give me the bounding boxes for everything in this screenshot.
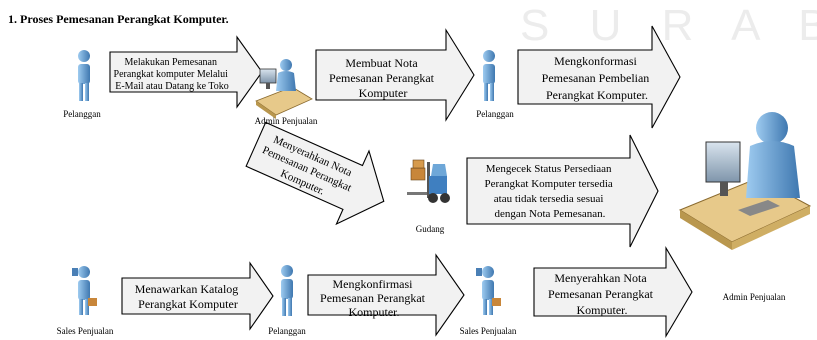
arrow-label-line: Pemesanan Perangkat xyxy=(548,287,654,301)
arrow-mengecek-status: Mengecek Status Persediaan Perangkat Kom… xyxy=(466,134,659,248)
arrow-label-line: Menyerahkan Nota xyxy=(554,271,647,285)
arrow-mengkonfirmasi: Mengkonfirmasi Pemesanan Perangkat Kompu… xyxy=(307,253,465,337)
arrow-label-line: Komputer. xyxy=(349,305,400,319)
arrow-menawarkan-katalog: Menawarkan Katalog Perangkat Komputer xyxy=(121,261,274,331)
actor-label-pelanggan: Pelanggan xyxy=(268,326,306,336)
arrow-label-line: Pemesanan Perangkat xyxy=(320,291,426,305)
actor-label-admin-penjualan: Admin Penjualan xyxy=(255,116,318,126)
arrow-label-line: Perangkat komputer Melalui xyxy=(114,69,229,80)
arrow-mengkonformasi: Mengkonformasi Pemesanan Pembelian Peran… xyxy=(517,25,681,129)
computer-user-icon xyxy=(255,59,313,119)
arrow-label-line: Perangkat Komputer. xyxy=(546,88,648,102)
arrow-label-line: Menawarkan Katalog xyxy=(135,282,239,296)
arrow-label-line: Komputer. xyxy=(577,303,628,317)
arrow-label-line: Membuat Nota xyxy=(345,56,418,70)
arrow-menyerahkan-nota-gudang: Menyerahkan Nota Pemesanan Perangkat Kom… xyxy=(245,121,385,226)
person-icon xyxy=(281,265,293,316)
actor-label-sales-penjualan: Sales Penjualan xyxy=(460,326,517,336)
salesperson-icon xyxy=(72,266,97,315)
person-icon xyxy=(78,50,90,101)
actor-label-gudang: Gudang xyxy=(416,224,445,234)
diagram-title: 1. Proses Pemesanan Perangkat Komputer. xyxy=(8,12,229,26)
watermark: S U R A B xyxy=(520,1,817,50)
svg-text:Membuat Nota Pemesanan P: Membuat Nota Pemesanan Perangkat Kompute… xyxy=(329,56,437,100)
arrow-label-line: Mengecek Status Persediaan xyxy=(486,163,612,175)
svg-text:Melakukan Pemesanan Pera: Melakukan Pemesanan Perangkat komputer M… xyxy=(114,57,231,92)
arrow-label-line: Komputer xyxy=(359,86,408,100)
arrow-label-line: atau tidak tersedia sesuai xyxy=(494,193,604,205)
arrow-melakukan-pemesanan: Melakukan Pemesanan Perangkat komputer M… xyxy=(109,35,263,109)
person-icon xyxy=(483,50,495,101)
svg-text:Menyerahkan Nota Pemesan: Menyerahkan Nota Pemesanan Perangkat Kom… xyxy=(548,271,656,317)
arrow-label-line: Perangkat Komputer tersedia xyxy=(484,178,612,190)
forklift-icon xyxy=(407,159,450,203)
arrow-label-line: Melakukan Pemesanan xyxy=(125,57,217,68)
arrow-label-line: Pemesanan Pembelian xyxy=(542,71,650,85)
actor-label-sales-penjualan: Sales Penjualan xyxy=(57,326,114,336)
arrow-label-line: dengan Nota Pemesanan. xyxy=(495,208,606,220)
arrow-label-line: E-Mail atau Datang ke Toko xyxy=(115,81,229,92)
arrow-label-line: Mengkonfirmasi xyxy=(333,277,414,291)
arrow-label-line: Mengkonformasi xyxy=(554,54,637,68)
arrow-label-line: Pemesanan Perangkat xyxy=(329,71,435,85)
actor-label-pelanggan: Pelanggan xyxy=(476,109,514,119)
arrow-menyerahkan-nota-admin: Menyerahkan Nota Pemesanan Perangkat Kom… xyxy=(533,245,693,339)
svg-text:Mengkonfirmasi Pemesanan: Mengkonfirmasi Pemesanan Perangkat Kompu… xyxy=(320,277,428,319)
svg-text:Menawarkan Katalog Peran: Menawarkan Katalog Perangkat Komputer xyxy=(135,282,242,311)
svg-text:Mengecek Status Persediaan: Mengecek Status Persediaan Perangkat Kom… xyxy=(484,163,615,220)
actor-label-admin-penjualan: Admin Penjualan xyxy=(723,292,786,302)
arrow-label-line: Perangkat Komputer xyxy=(138,297,238,311)
computer-user-icon xyxy=(678,112,812,250)
actor-label-pelanggan: Pelanggan xyxy=(63,109,101,119)
svg-text:Mengkonformasi Pemesanan: Mengkonformasi Pemesanan Pembelian Peran… xyxy=(542,54,653,102)
arrow-membuat-nota: Membuat Nota Pemesanan Perangkat Kompute… xyxy=(315,28,475,122)
salesperson-icon xyxy=(476,266,501,315)
